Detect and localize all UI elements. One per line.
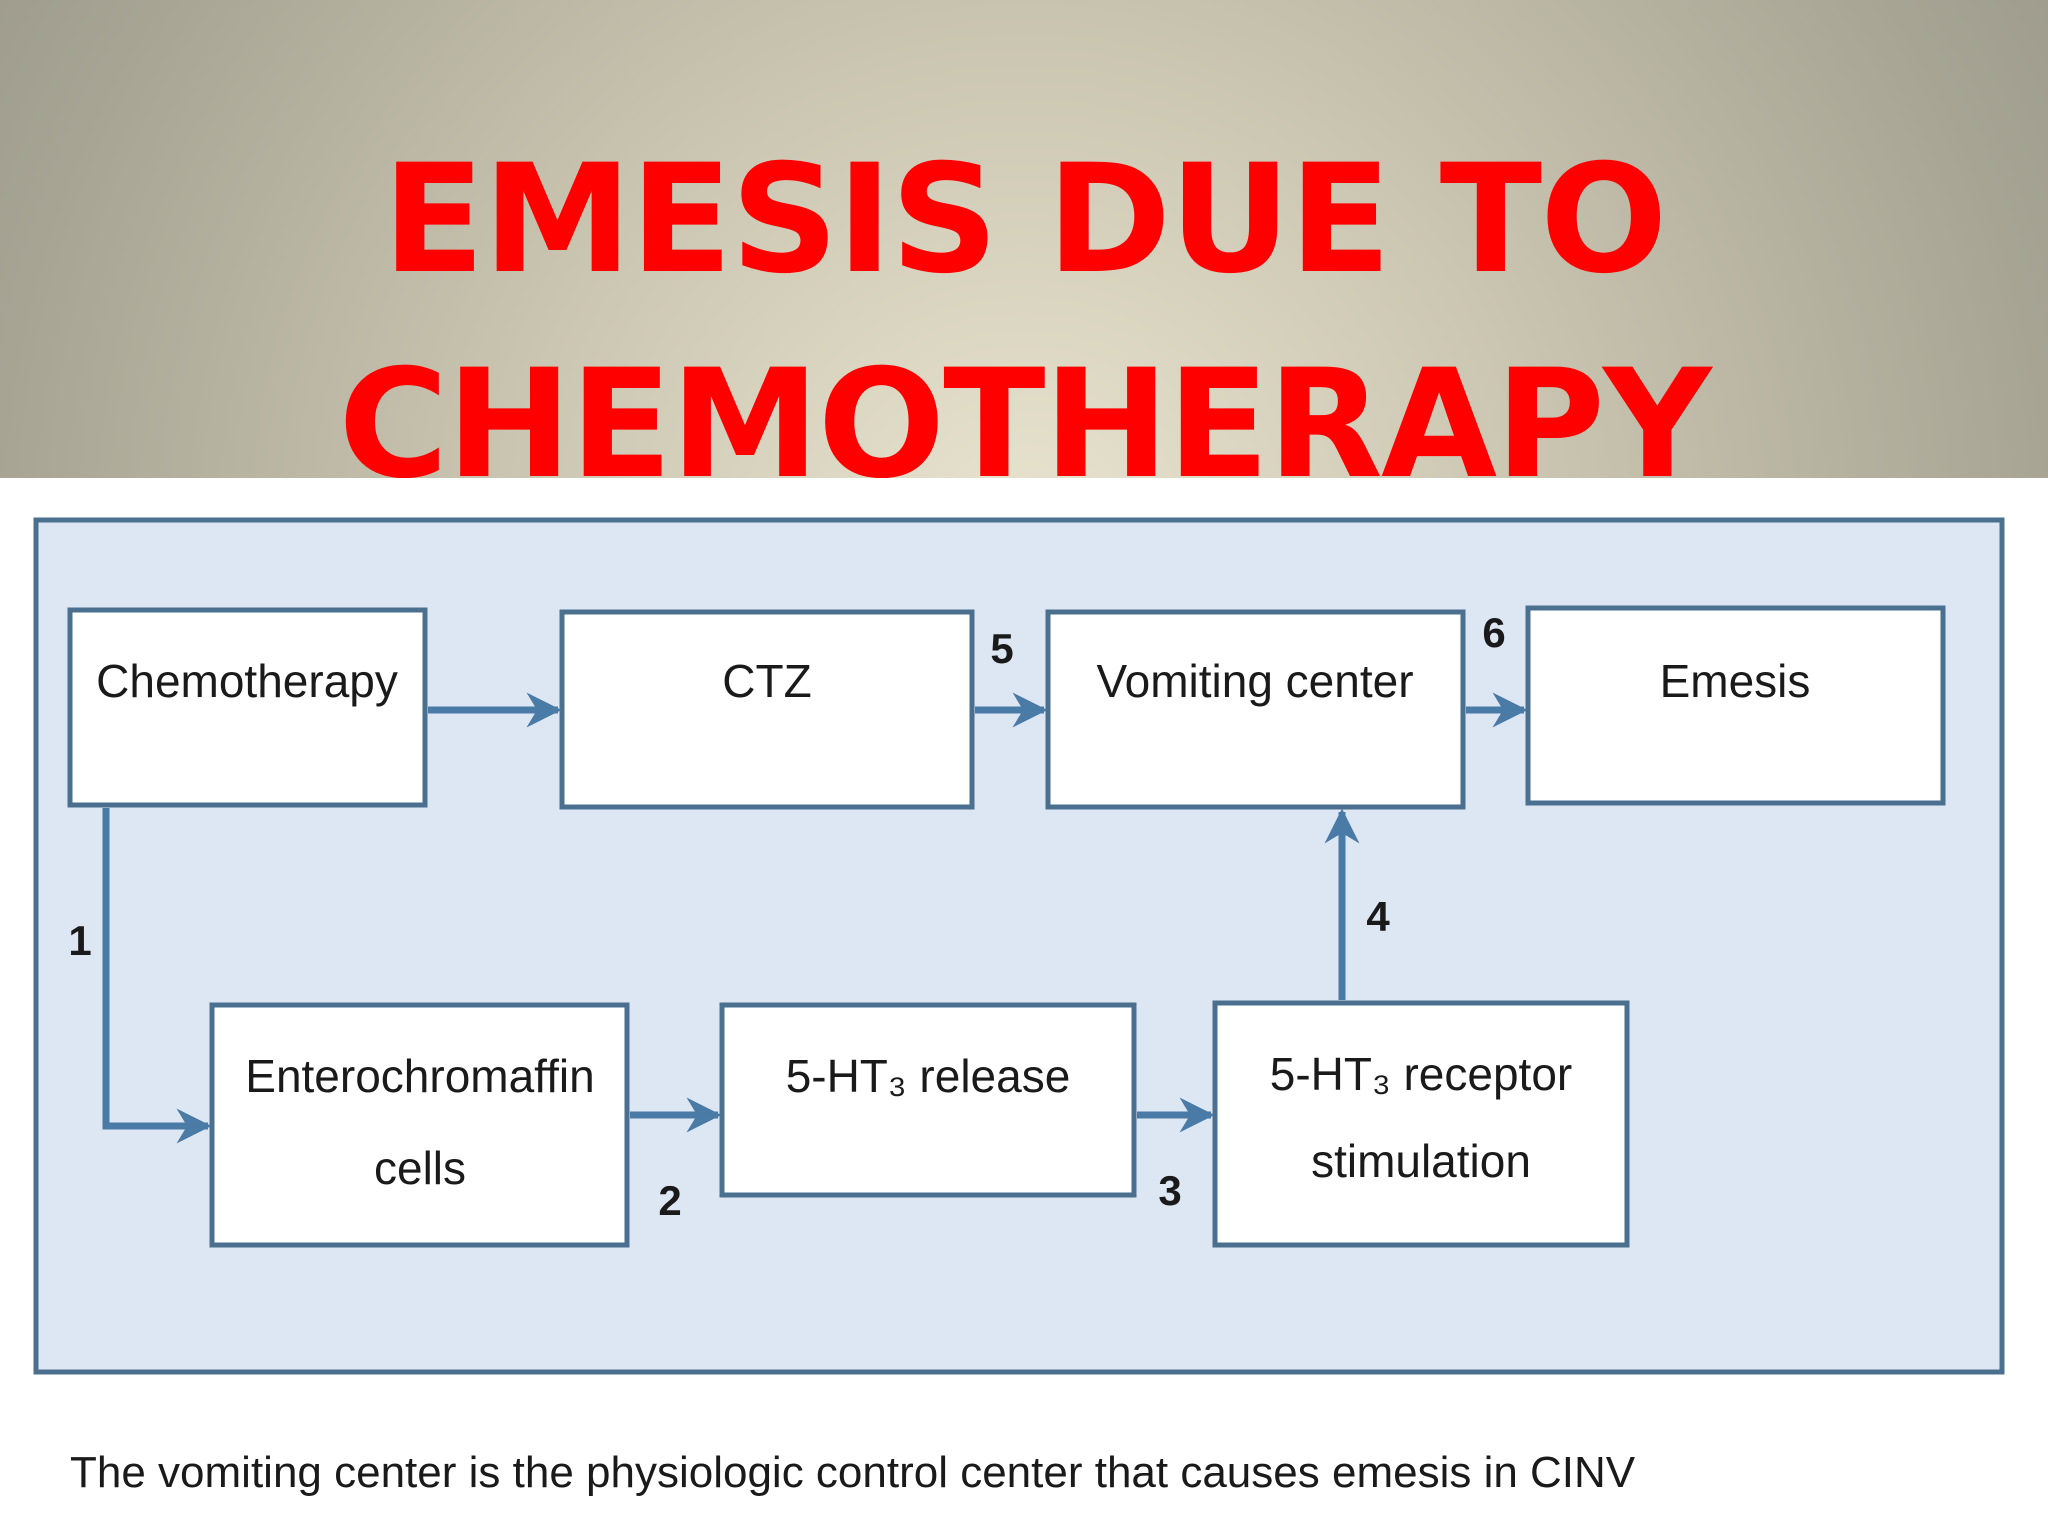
box-chemotherapy: Chemotherapy xyxy=(67,607,428,808)
box-chemotherapy-label: Chemotherapy xyxy=(96,655,398,707)
box-emesis-label: Emesis xyxy=(1660,655,1811,707)
arrow-chemo-to-enterochromaffin xyxy=(102,808,212,1144)
box-vomiting-center: Vomiting center xyxy=(1045,609,1466,810)
box-vomiting-center-label: Vomiting center xyxy=(1096,655,1413,707)
box-5ht3-release-label: 5-HT₃ release xyxy=(786,1050,1071,1102)
box-5ht3-receptor: 5-HT₃ receptor stimulation xyxy=(1212,1000,1630,1248)
step-label-3: 3 xyxy=(1158,1167,1181,1214)
step-label-4: 4 xyxy=(1366,893,1390,940)
box-ctz: CTZ xyxy=(559,609,975,810)
box-emesis: Emesis xyxy=(1525,605,1946,806)
step-label-2: 2 xyxy=(658,1177,681,1224)
box-ctz-label: CTZ xyxy=(722,655,811,707)
box-enterochromaffin: Enterochromaffin cells xyxy=(209,1002,630,1248)
figure-caption: The vomiting center is the physiologic c… xyxy=(70,1448,1636,1497)
slide-title: EMESIS DUE TO CHEMOTHERAPY xyxy=(0,118,2048,528)
step-label-6: 6 xyxy=(1482,609,1505,656)
box-enterochromaffin-label-1: Enterochromaffin xyxy=(245,1050,594,1102)
box-enterochromaffin-label-2: cells xyxy=(374,1142,466,1194)
step-label-5: 5 xyxy=(990,625,1013,672)
step-label-1: 1 xyxy=(68,917,91,964)
title-line-1: EMESIS DUE TO xyxy=(382,133,1667,307)
box-5ht3-receptor-label-2: stimulation xyxy=(1311,1135,1531,1187)
box-5ht3-release: 5-HT₃ release xyxy=(719,1002,1137,1198)
box-5ht3-receptor-label-1: 5-HT₃ receptor xyxy=(1270,1048,1572,1100)
